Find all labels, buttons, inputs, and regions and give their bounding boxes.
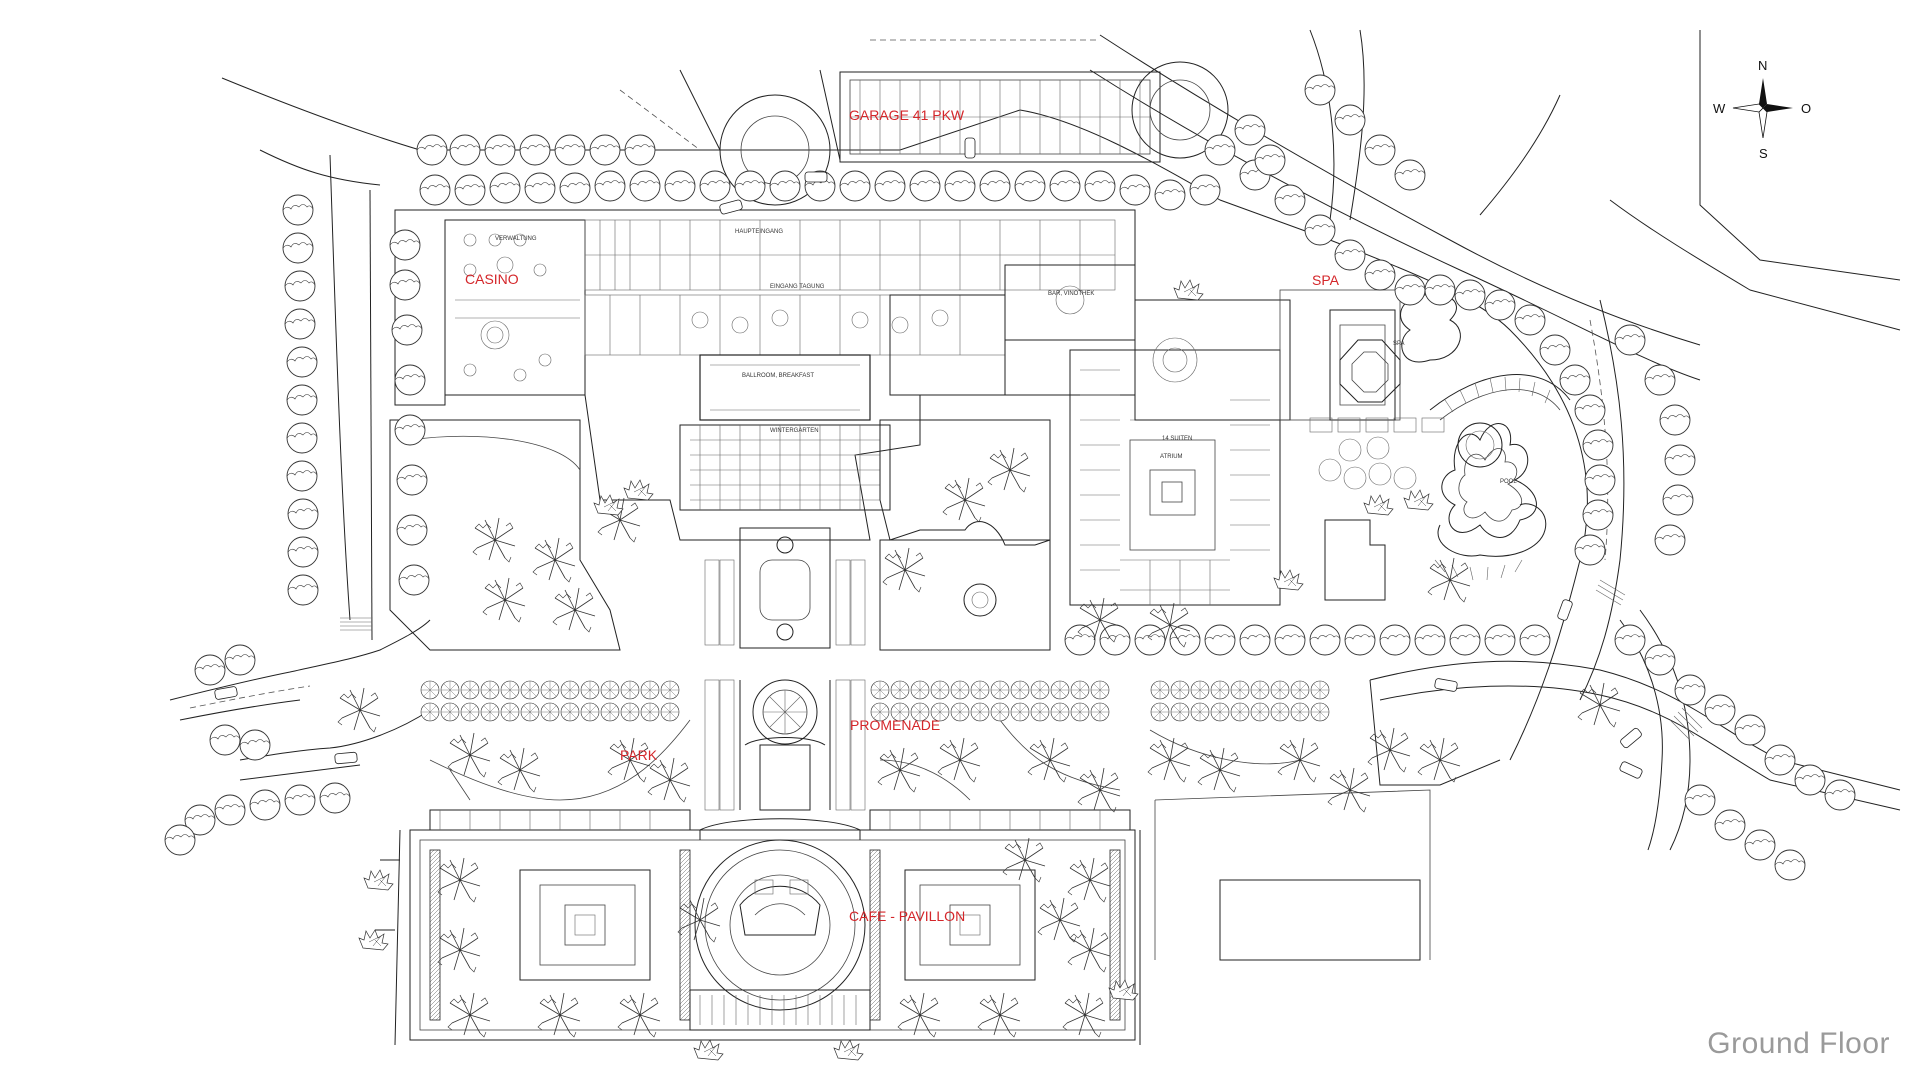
garage-block xyxy=(619,39,1229,206)
road-network xyxy=(169,29,1901,851)
label-cafe-pavillon: CAFE - PAVILLON xyxy=(849,908,965,924)
palm-trees xyxy=(337,447,1621,1038)
label-eingang-tagung: EINGANG TAGUNG xyxy=(770,284,825,290)
suites-block xyxy=(1069,349,1281,606)
label-garage: GARAGE 41 PKW xyxy=(849,107,965,123)
spa-area xyxy=(1134,289,1571,490)
label-casino: CASINO xyxy=(465,271,519,287)
label-pool: POOL xyxy=(1500,479,1517,485)
compass-o: O xyxy=(1801,101,1811,116)
label-park: PARK xyxy=(620,747,658,763)
hedge-rows xyxy=(420,680,1330,722)
label-suiten: 14 SUITEN xyxy=(1162,436,1192,442)
compass-s: S xyxy=(1759,146,1768,161)
room-labels: HAUPTEINGANG VERWALTUNG EINGANG TAGUNG B… xyxy=(495,229,1517,485)
label-verwaltung: VERWALTUNG xyxy=(495,236,537,242)
drawing-caption: Ground Floor xyxy=(1707,1027,1890,1060)
label-spa-small: SPA xyxy=(1393,341,1405,347)
north-arrow-icon: N S W O xyxy=(1713,58,1811,161)
area-labels: GARAGE 41 PKW CASINO SPA PROMENADE PARK … xyxy=(465,107,1340,924)
label-spa: SPA xyxy=(1312,272,1340,288)
cafe-pavillon-block xyxy=(375,809,1141,1046)
label-ballroom: BALLROOM, BREAKFAST xyxy=(742,373,814,379)
main-building xyxy=(394,209,1136,541)
label-wintergarten: WINTERGARTEN xyxy=(770,428,819,434)
compass-n: N xyxy=(1758,58,1767,73)
label-promenade: PROMENADE xyxy=(850,717,940,733)
label-haupteingang: HAUPTEINGANG xyxy=(735,229,783,235)
compass-w: W xyxy=(1713,101,1726,116)
pool-area xyxy=(1434,422,1547,581)
label-atrium: ATRIUM xyxy=(1160,454,1183,460)
label-bar-vinothek: BAR, VINOTHEK xyxy=(1048,291,1094,297)
cars xyxy=(214,137,1643,779)
tree-row xyxy=(164,74,1856,881)
